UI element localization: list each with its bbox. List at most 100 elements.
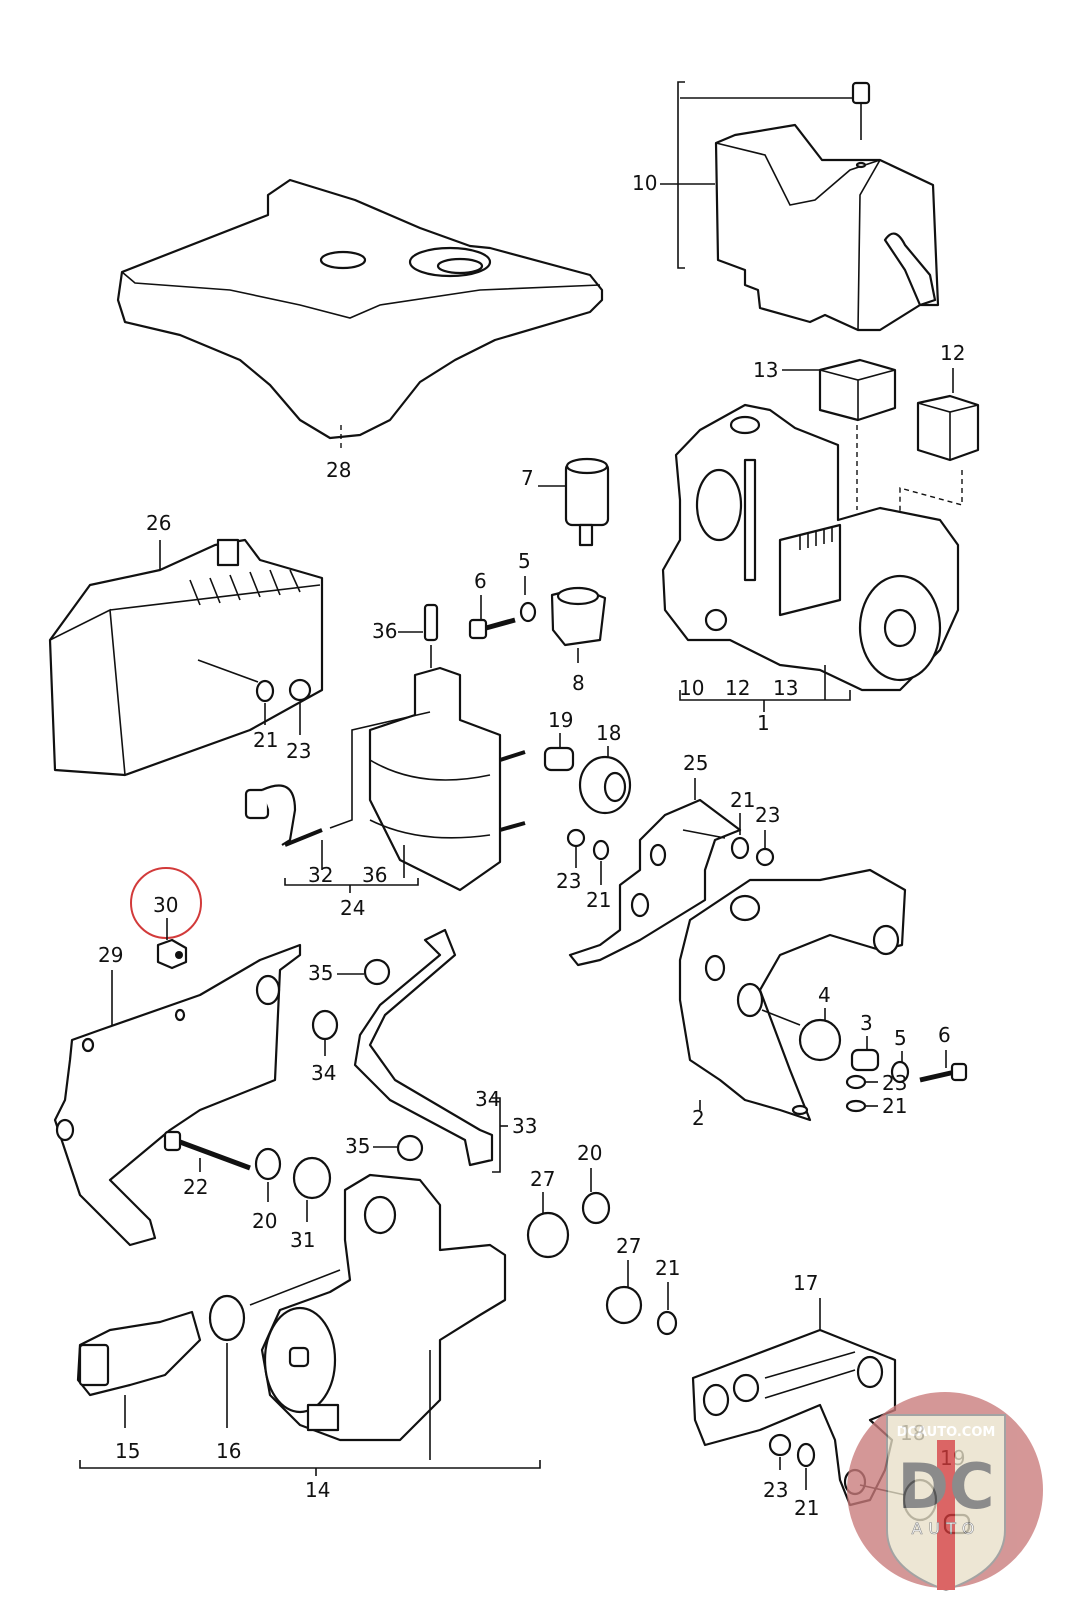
part-36-bleed-valve[interactable] (423, 603, 439, 642)
callout-23a: 23 (286, 739, 311, 763)
callout-30: 30 (153, 893, 178, 917)
callout-23b: 23 (556, 869, 581, 893)
part-5-washer-b[interactable] (890, 1060, 910, 1084)
part-26-abs-control-unit[interactable] (48, 538, 324, 777)
part-24-pressure-accumulator[interactable] (368, 666, 526, 892)
watermark-logo-text: DC (898, 1450, 995, 1523)
part-23-nut-d[interactable] (845, 1074, 867, 1090)
callout-15: 15 (115, 1439, 140, 1463)
part-12-relay[interactable] (916, 394, 980, 462)
callout-1: 1 (757, 711, 770, 735)
dcauto-watermark: DCAUTO.COM DC AUTO (847, 1392, 1043, 1592)
part-27-rubber-mount-a[interactable] (526, 1211, 570, 1259)
callout-23c: 23 (755, 803, 780, 827)
group-1-member-12: 12 (725, 676, 750, 700)
part-8-grommet[interactable] (550, 586, 607, 647)
part-17-bracket[interactable] (691, 1328, 897, 1507)
callout-21d: 21 (882, 1094, 907, 1118)
part-14-pump-motor[interactable] (260, 1173, 507, 1442)
part-7-pressure-switch[interactable] (564, 457, 610, 547)
part-13-relay[interactable] (818, 358, 897, 422)
callout-20b: 20 (577, 1141, 602, 1165)
part-23-nut-e[interactable] (768, 1433, 792, 1457)
part-2-main-bracket[interactable] (678, 868, 907, 1122)
callout-33: 33 (512, 1114, 537, 1138)
callout-19a: 19 (548, 708, 573, 732)
callout-18a: 18 (596, 721, 621, 745)
callout-23d: 23 (882, 1071, 907, 1095)
callout-12: 12 (940, 341, 965, 365)
callout-13: 13 (753, 358, 778, 382)
part-20-bushing-b[interactable] (581, 1191, 611, 1225)
callout-21f: 21 (794, 1496, 819, 1520)
part-10-hydraulic-unit-cover[interactable] (714, 81, 940, 332)
part-30-nut[interactable] (156, 938, 188, 970)
part-19-sleeve[interactable] (543, 746, 575, 772)
part-4-rubber-mount[interactable] (798, 1018, 842, 1062)
callout-29: 29 (98, 943, 123, 967)
part-23-nut-b[interactable] (566, 828, 586, 848)
part-21-washer-e[interactable] (656, 1310, 678, 1336)
part-23-nut-c[interactable] (755, 847, 775, 867)
callout-23e: 23 (763, 1478, 788, 1502)
callout-5a: 5 (518, 549, 531, 573)
part-6-bolt[interactable] (468, 617, 516, 640)
part-21-washer-c[interactable] (730, 836, 750, 860)
callout-3: 3 (860, 1011, 873, 1035)
callout-21b: 21 (586, 888, 611, 912)
callout-28: 28 (326, 458, 351, 482)
part-16-o-ring[interactable] (208, 1294, 246, 1342)
group-24-member-32: 32 (308, 863, 333, 887)
part-3-sleeve[interactable] (850, 1048, 880, 1072)
callout-21c: 21 (730, 788, 755, 812)
callout-22: 22 (183, 1175, 208, 1199)
highlight-circle (130, 867, 202, 939)
part-18-rubber-mount[interactable] (578, 755, 632, 815)
callout-10: 10 (632, 171, 657, 195)
part-35-nut-a[interactable] (363, 958, 391, 986)
watermark-sub-text: AUTO (911, 1519, 980, 1538)
callout-36a: 36 (372, 619, 397, 643)
part-31-rubber-mount[interactable] (292, 1156, 332, 1200)
part-20-bushing-a[interactable] (254, 1147, 282, 1181)
part-32-hose-fitting[interactable] (244, 784, 323, 847)
callout-2: 2 (692, 1106, 705, 1130)
part-33-strap[interactable] (353, 928, 494, 1167)
part-5-washer[interactable] (519, 601, 537, 623)
part-27-rubber-mount-b[interactable] (605, 1285, 643, 1325)
part-35-nut-b[interactable] (396, 1134, 424, 1162)
part-1-abs-hydraulic-unit[interactable] (661, 403, 960, 692)
part-21-washer-b[interactable] (592, 839, 610, 861)
part-25-bracket[interactable] (568, 798, 742, 967)
part-28-cover-plate[interactable] (116, 178, 604, 440)
part-15-pressure-sensor[interactable] (76, 1310, 202, 1397)
callout-14: 14 (305, 1478, 330, 1502)
group-1-member-13: 13 (773, 676, 798, 700)
callout-16: 16 (216, 1439, 241, 1463)
callout-8: 8 (572, 671, 585, 695)
part-22-long-bolt[interactable] (163, 1130, 251, 1171)
callout-4: 4 (818, 983, 831, 1007)
part-21-washer-a[interactable] (255, 679, 275, 703)
callout-21e: 21 (655, 1256, 680, 1280)
callout-24: 24 (340, 896, 365, 920)
group-24-member-36: 36 (362, 863, 387, 887)
callout-21a: 21 (253, 728, 278, 752)
callout-27a: 27 (530, 1167, 555, 1191)
callout-26: 26 (146, 511, 171, 535)
part-6-bolt-b[interactable] (919, 1062, 968, 1083)
callout-5b: 5 (894, 1026, 907, 1050)
callout-27b: 27 (616, 1234, 641, 1258)
callout-25: 25 (683, 751, 708, 775)
callout-35b: 35 (345, 1134, 370, 1158)
callout-34a: 34 (311, 1061, 336, 1085)
part-21-washer-d[interactable] (845, 1099, 867, 1113)
callout-31: 31 (290, 1228, 315, 1252)
part-21-washer-f[interactable] (796, 1442, 816, 1468)
callout-17: 17 (793, 1271, 818, 1295)
part-23-nut-a[interactable] (288, 678, 312, 702)
part-29-mounting-bracket[interactable] (53, 943, 302, 1247)
part-34-rubber-mount[interactable] (311, 1009, 339, 1041)
callout-35a: 35 (308, 961, 333, 985)
